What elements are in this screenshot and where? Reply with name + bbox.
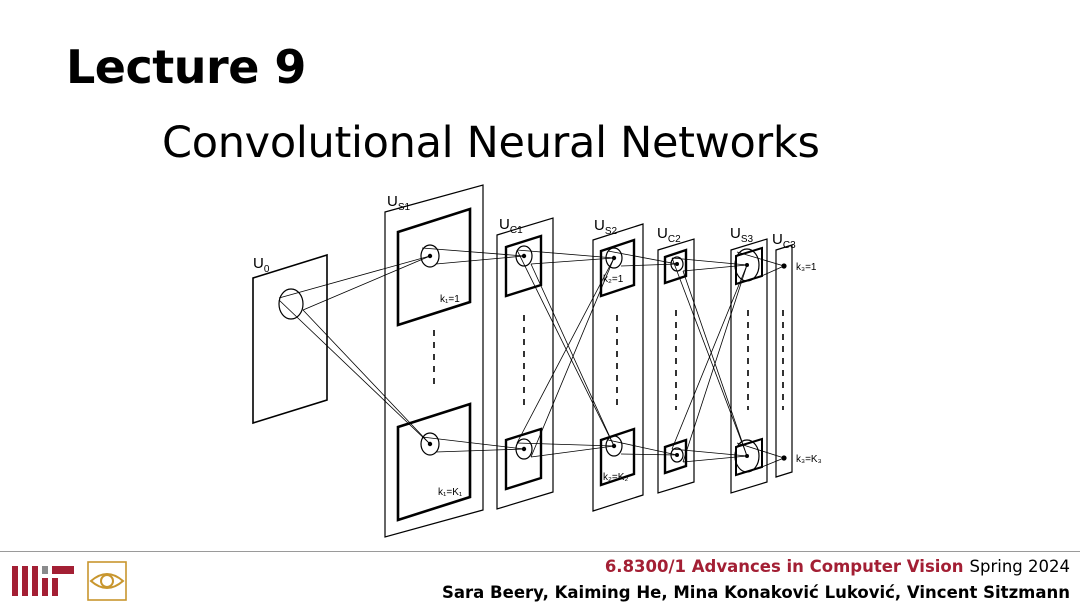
us2-plane-top — [599, 238, 636, 298]
us1-plane-bottom — [396, 402, 472, 522]
label-k3-one: k₃=1 — [796, 262, 817, 273]
label-us1: US1 — [387, 193, 411, 213]
layer-uc2-frame — [657, 238, 695, 494]
label-k2-one: k₂=1 — [603, 274, 624, 285]
uc2-plane-bottom — [663, 438, 688, 475]
layer-us1-frame — [384, 184, 484, 538]
layer-us3-frame — [730, 238, 768, 494]
label-u0: U0 — [253, 255, 270, 275]
us2-plane-bottom — [599, 427, 636, 487]
neocognitron-diagram: U0 US1 UC1 US2 UC2 US3 UC3 k₁=1 k₁=K₁ k₂… — [252, 184, 822, 538]
label-k1-k1: k₁=K₁ — [438, 487, 463, 498]
unit-dots — [427, 253, 787, 461]
course-authors: Sara Beery, Kaiming He, Mina Konaković L… — [442, 583, 1070, 602]
label-uc2: UC2 — [657, 225, 681, 245]
layer-uc1-frame — [496, 217, 554, 510]
mit-logo — [12, 566, 74, 596]
course-name: 6.8300/1 Advances in Computer Vision — [604, 557, 964, 576]
us1-plane-top — [396, 207, 472, 327]
label-us2: US2 — [594, 217, 618, 237]
uc2-plane-top — [663, 248, 688, 285]
footer-bar: 6.8300/1 Advances in Computer Vision Spri… — [0, 551, 1080, 609]
label-k1-one: k₁=1 — [440, 294, 460, 305]
layer-us2-frame — [592, 223, 644, 512]
layer-uc3-frame — [775, 244, 793, 478]
course-title: 6.8300/1 Advances in Computer Vision Spri… — [605, 557, 1070, 576]
label-uc1: UC1 — [499, 216, 523, 236]
receptive-field-u0 — [278, 288, 304, 320]
label-us3: US3 — [730, 225, 754, 245]
lecture-title: Lecture 9 — [66, 40, 306, 94]
label-uc3: UC3 — [772, 231, 796, 251]
label-k3-k3: k₃=K₃ — [796, 454, 822, 465]
eye-icon — [87, 561, 127, 601]
layer-u0-plane — [252, 253, 328, 425]
course-term: Spring 2024 — [969, 557, 1070, 576]
lecture-subtitle: Convolutional Neural Networks — [162, 118, 820, 168]
connections — [278, 247, 785, 470]
label-k2-k2: k₂=K₂ — [603, 472, 628, 483]
uc1-plane-bottom — [504, 427, 543, 491]
